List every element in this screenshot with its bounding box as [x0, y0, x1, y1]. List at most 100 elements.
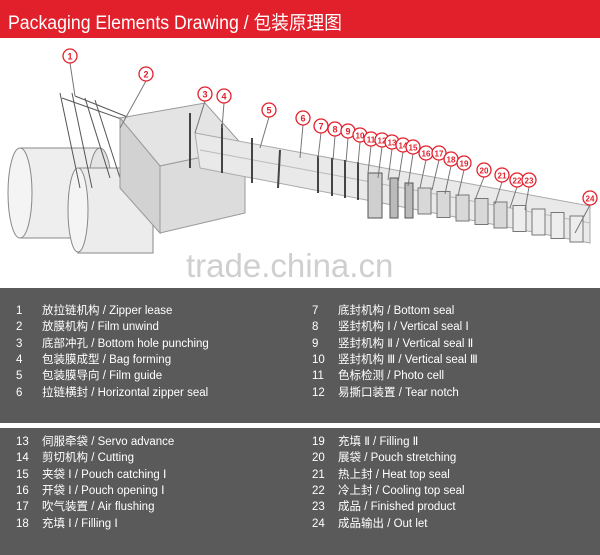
leader-line	[299, 124, 304, 159]
legend-number: 12	[312, 386, 325, 399]
legend-text: 冷上封 / Cooling top seal	[338, 484, 465, 497]
label-number: 18	[447, 156, 456, 165]
label-circle	[521, 172, 537, 188]
label-number: 9	[345, 127, 350, 137]
leader-line	[444, 165, 452, 195]
label-number: 12	[378, 137, 387, 146]
pouch	[474, 198, 489, 225]
label-circle	[216, 88, 232, 104]
legend-text: 剪切机构 / Cutting	[42, 452, 135, 465]
leader-line	[524, 186, 530, 211]
label-number: 21	[498, 172, 507, 181]
legend-text: 底封机构 / Bottom seal	[338, 305, 455, 317]
leader-line	[377, 146, 383, 179]
pouch	[493, 201, 508, 229]
label-number: 13	[388, 139, 397, 148]
legend-text: 吹气装置 / Air flushing	[42, 501, 155, 514]
legend-divider	[0, 423, 600, 428]
legend-number: 9	[312, 337, 319, 350]
legend-number: 1	[16, 305, 23, 317]
legend-number: 22	[312, 484, 325, 497]
legend-number: 14	[16, 452, 29, 465]
leader-line	[345, 137, 349, 163]
legend-text: 底部冲孔 / Bottom hole punching	[42, 337, 209, 350]
legend-number: 8	[312, 321, 319, 334]
pouch	[550, 212, 565, 239]
legend-text: 成品输出 / Out let	[338, 517, 428, 530]
label-circle	[261, 102, 277, 118]
legend-number: 20	[312, 452, 325, 465]
label-number: 24	[586, 195, 595, 204]
legend-text: 包装膜成型 / Bag forming	[42, 353, 172, 366]
leader-line	[69, 62, 76, 97]
leader-line	[357, 141, 361, 165]
leader-line	[397, 151, 404, 184]
leader-line	[194, 100, 206, 134]
leader-line	[431, 159, 440, 191]
label-number: 10	[356, 132, 365, 141]
legend-text: 充填 Ⅱ / Filling Ⅱ	[338, 436, 419, 448]
label-number: 3	[202, 90, 207, 100]
legend-number: 16	[16, 484, 29, 497]
legend-number: 11	[312, 370, 324, 383]
legend-number: 3	[16, 337, 23, 350]
leader-line	[474, 176, 485, 201]
leader-line	[367, 145, 372, 174]
legend-text: 展袋 / Pouch stretching	[338, 452, 457, 465]
legend-text: 放膜机构 / Film unwind	[42, 321, 159, 334]
pouch	[569, 215, 584, 243]
legend-text: 竖封机构 Ⅱ / Vertical seal Ⅱ	[338, 337, 474, 350]
pouch	[512, 205, 527, 232]
label-number: 1	[67, 52, 72, 62]
label-number: 4	[221, 92, 226, 102]
legend-number: 5	[16, 370, 23, 383]
leader-line	[259, 116, 270, 149]
legend-text: 竖封机构 Ⅰ / Vertical seal Ⅰ	[338, 321, 469, 334]
label-number: 2	[143, 70, 148, 80]
leader-line	[387, 148, 393, 181]
legend-number: 10	[312, 353, 325, 366]
label-circle	[295, 110, 311, 126]
legend-text: 竖封机构 Ⅲ / Vertical seal Ⅲ	[338, 353, 478, 366]
label-circle	[138, 66, 154, 82]
label-number: 23	[525, 177, 534, 186]
label-number: 14	[399, 142, 408, 151]
legend-text: 热上封 / Heat top seal	[338, 468, 450, 481]
leader-line	[494, 181, 503, 205]
legend-text: 伺服牵袋 / Servo advance	[42, 436, 175, 448]
leader-line	[457, 169, 465, 197]
label-number: 6	[300, 114, 305, 124]
page-title: Packaging Elements Drawing / 包装原理图	[8, 13, 342, 34]
legend-text: 包装膜导向 / Film guide	[42, 370, 163, 383]
legend-text: 易撕口装置 / Tear notch	[338, 386, 459, 399]
label-number: 15	[409, 144, 418, 153]
label-circle	[405, 139, 421, 155]
pouch	[531, 208, 546, 236]
label-number: 5	[266, 106, 271, 116]
legend-number: 17	[16, 501, 29, 514]
leader-line	[407, 153, 414, 187]
cutting-mechanism	[367, 172, 414, 219]
station-posts	[189, 113, 359, 200]
label-number: 8	[332, 125, 337, 135]
label-number: 17	[435, 150, 444, 159]
label-number: 16	[422, 150, 431, 159]
label-number: 11	[367, 136, 376, 145]
watermark: trade.china.cn	[186, 247, 394, 284]
label-circle	[476, 162, 492, 178]
legend-text: 色标检测 / Photo cell	[338, 370, 445, 383]
pouch	[436, 191, 451, 218]
legend-text: 放拉链机构 / Zipper lease	[42, 305, 173, 317]
legend-number: 4	[16, 353, 23, 366]
legend-text: 充填 Ⅰ / Filling Ⅰ	[42, 517, 118, 530]
leader-line	[317, 132, 322, 159]
legend-number: 7	[312, 305, 319, 317]
pouch-row	[417, 187, 584, 243]
legend-number: 21	[312, 468, 325, 481]
leader-line	[419, 159, 427, 189]
legend-text: 拉链横封 / Horizontal zipper seal	[42, 386, 209, 399]
legend-number: 18	[16, 517, 29, 530]
